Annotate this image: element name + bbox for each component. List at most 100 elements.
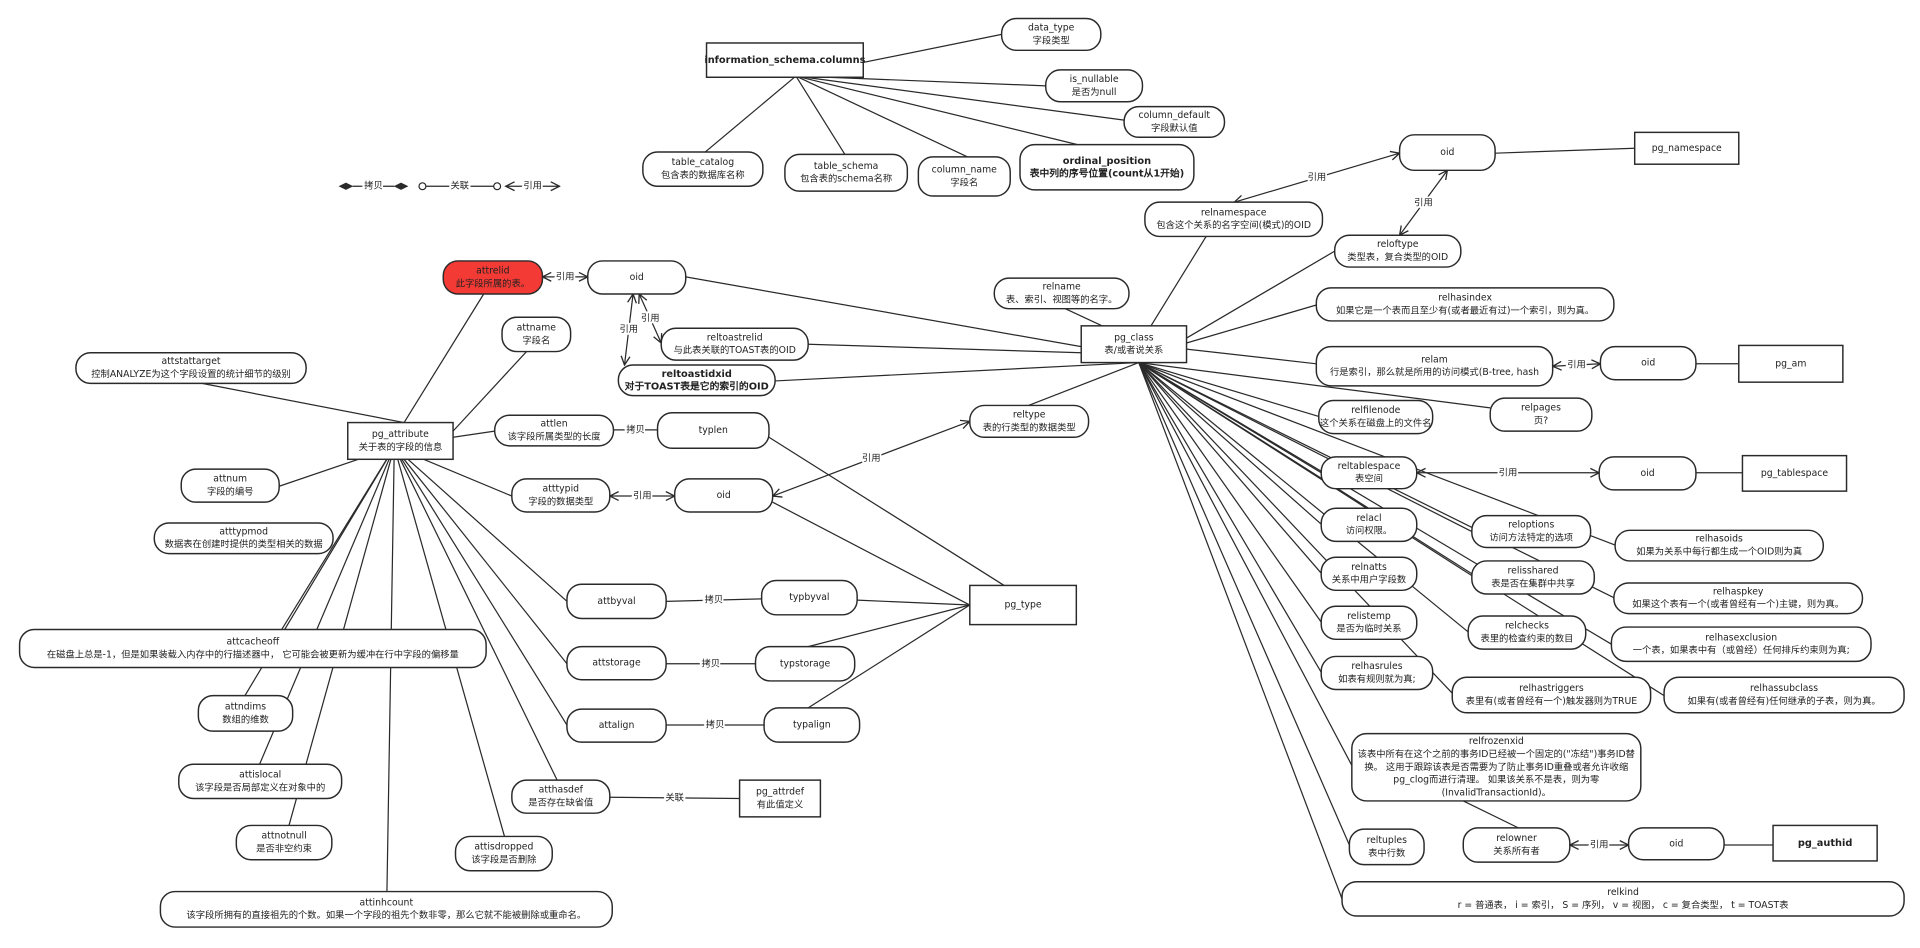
- node-name: atttypid: [543, 484, 580, 495]
- node-shape: [1471, 560, 1596, 595]
- connector-line: [1065, 308, 1103, 327]
- field-node-oid-ts[interactable]: oid: [1598, 456, 1697, 491]
- node-shape: [1320, 507, 1418, 543]
- node-shape: [454, 835, 553, 872]
- field-node-oid-owner[interactable]: oid: [1627, 827, 1725, 861]
- node-description: 控制ANALYZE为这个字段设置的统计细节的级别: [91, 368, 291, 380]
- node-name: pg_am: [1775, 358, 1806, 369]
- node-name: pg_attribute: [372, 429, 429, 440]
- field-node-oid-am[interactable]: oid: [1599, 345, 1697, 381]
- node-name: atttypmod: [219, 526, 268, 537]
- field-node-typstorage[interactable]: typstorage: [754, 645, 856, 682]
- field-node-attinhcount[interactable]: attinhcount该字段所拥有的直接祖先的个数。如果一个字段的祖先个数非零，…: [159, 890, 613, 928]
- node-shape: [1398, 134, 1496, 172]
- relnamespace-oid-link: 引用: [1234, 153, 1399, 202]
- field-node-attalign[interactable]: attalign: [566, 708, 667, 743]
- node-name: typalign: [793, 720, 831, 731]
- connector-line: [1186, 250, 1336, 339]
- field-node-relfrozenxid[interactable]: relfrozenxid该表中所有在这个之前的事务ID已经被一个固定的("冻结"…: [1351, 732, 1642, 802]
- connector: [1495, 147, 1635, 154]
- node-name: oid: [1641, 358, 1655, 369]
- connector-line: [807, 604, 971, 709]
- table-box-pg-authid[interactable]: pg_authid: [1772, 824, 1878, 862]
- oid-reltype-link: 引用: [773, 421, 970, 496]
- table-box-pg-namespace[interactable]: pg_namespace: [1633, 131, 1740, 165]
- connector-line: [1138, 362, 1322, 623]
- connector: [452, 430, 495, 438]
- node-name: attcacheoff: [227, 637, 280, 648]
- node-name: relpages: [1521, 403, 1561, 414]
- table-box-pg-tablespace[interactable]: pg_tablespace: [1741, 454, 1848, 492]
- node-shape: [763, 707, 861, 743]
- node-name: reloptions: [1508, 520, 1554, 531]
- field-node-oid-ns[interactable]: oid: [1398, 134, 1496, 172]
- node-shape: [1144, 201, 1324, 238]
- field-node-attstorage[interactable]: attstorage: [566, 645, 667, 681]
- field-node-oid-type[interactable]: oid: [673, 478, 774, 513]
- table-box-pg-am[interactable]: pg_am: [1738, 344, 1844, 383]
- field-node-typbyval[interactable]: typbyval: [760, 579, 858, 616]
- table-box-pg-type[interactable]: pg_type: [969, 584, 1078, 626]
- field-node-typlen[interactable]: typlen: [656, 412, 770, 450]
- field-node-oid-rel[interactable]: oid: [587, 260, 687, 295]
- field-node-typalign[interactable]: typalign: [763, 707, 861, 743]
- table-box-info-schema[interactable]: information_schema.columns: [704, 42, 866, 79]
- field-node-attbyval[interactable]: attbyval: [566, 583, 667, 620]
- atthasdef-pg_attrdef-link: 关联: [602, 790, 748, 805]
- node-shape: [18, 628, 487, 669]
- node-name: atthasdef: [539, 785, 584, 796]
- edge-label: 拷贝: [364, 180, 383, 192]
- node-name: attisdropped: [474, 842, 533, 853]
- node-description: 访问权限。: [1346, 525, 1392, 537]
